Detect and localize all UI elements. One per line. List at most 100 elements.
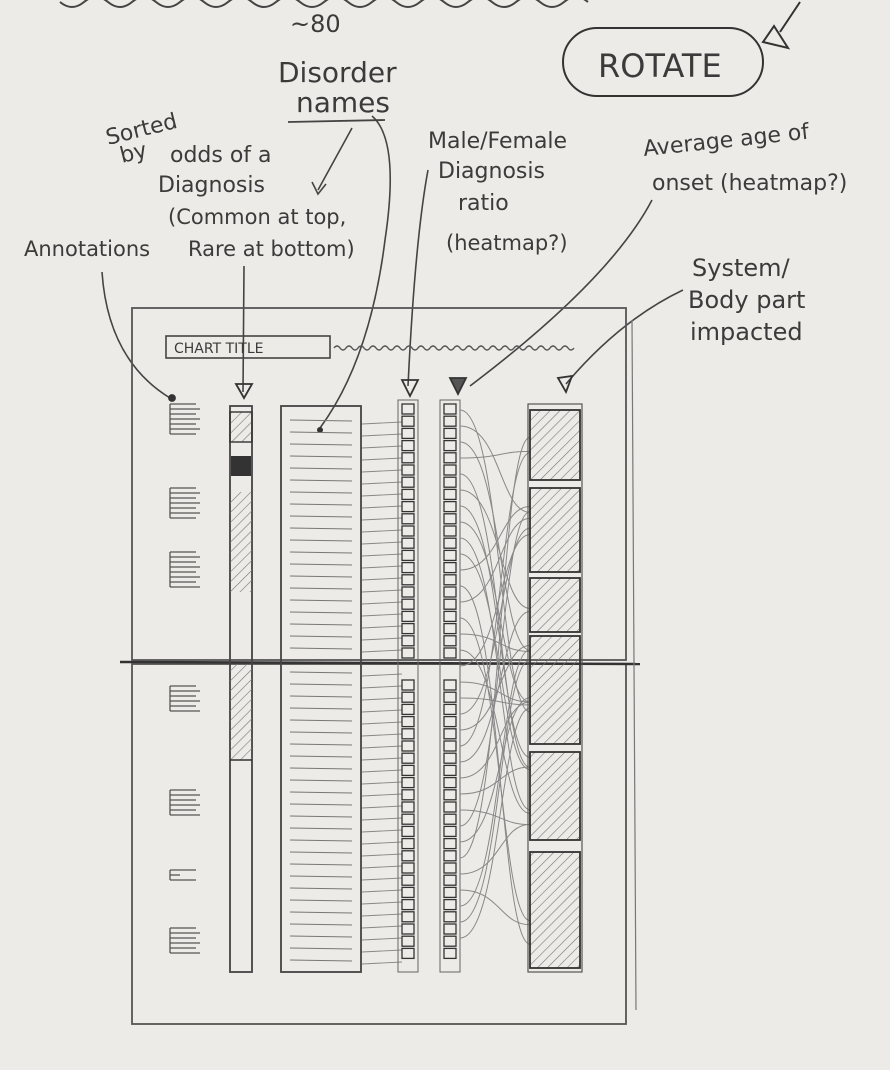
names-column bbox=[280, 405, 362, 973]
connector-line bbox=[361, 613, 403, 617]
ratio-cell bbox=[401, 764, 415, 777]
age-cell bbox=[443, 679, 457, 691]
age-cell bbox=[443, 537, 457, 549]
age-cell bbox=[443, 488, 457, 501]
top-wave-line bbox=[59, 0, 589, 8]
ratio-cell bbox=[401, 452, 415, 464]
name-line bbox=[289, 551, 353, 554]
ratio-cell bbox=[401, 801, 415, 813]
title-squiggle bbox=[333, 345, 575, 351]
age-cell bbox=[443, 947, 457, 960]
crossing-line bbox=[459, 659, 531, 923]
name-line bbox=[289, 707, 353, 710]
age-cell bbox=[443, 789, 457, 801]
connector-line bbox=[361, 721, 403, 725]
connector-line bbox=[361, 649, 403, 653]
age-cell bbox=[443, 525, 457, 537]
connector-line bbox=[361, 937, 403, 941]
connector-line bbox=[361, 793, 403, 797]
ratio-cell bbox=[401, 947, 415, 960]
ratio-cell bbox=[401, 728, 415, 740]
chart-title-box bbox=[165, 335, 331, 359]
crossing-line bbox=[459, 527, 531, 715]
pointer-arrows bbox=[101, 115, 684, 429]
sorted-label-line3: odds of a bbox=[170, 143, 272, 168]
name-line bbox=[289, 467, 353, 470]
connector-line bbox=[361, 529, 403, 533]
name-line bbox=[289, 839, 353, 842]
connector-line bbox=[361, 949, 403, 953]
crossing-line bbox=[459, 425, 531, 513]
connector-line bbox=[361, 769, 403, 773]
age-cell bbox=[443, 586, 457, 598]
name-line bbox=[289, 575, 353, 578]
crossing-line bbox=[459, 489, 531, 609]
crossing-line bbox=[459, 707, 531, 939]
age-cell bbox=[443, 911, 457, 923]
odds-cell-dark bbox=[231, 456, 251, 476]
name-line bbox=[289, 623, 353, 626]
age-cell bbox=[443, 703, 457, 716]
connector-line bbox=[361, 745, 403, 749]
name-line bbox=[289, 563, 353, 566]
crossing-line bbox=[459, 450, 531, 459]
name-line bbox=[289, 923, 353, 926]
age-cell bbox=[443, 403, 457, 415]
ratio-cell bbox=[401, 464, 415, 476]
ratio-cell bbox=[401, 525, 415, 537]
age-cell bbox=[443, 825, 457, 838]
odds-hatch-1 bbox=[230, 492, 252, 592]
sorted-label-line5: (Common at top, bbox=[168, 205, 346, 229]
crossing-line bbox=[459, 517, 531, 603]
name-line bbox=[289, 851, 353, 854]
crossing-line bbox=[459, 649, 531, 907]
name-line bbox=[289, 803, 353, 806]
connector-line bbox=[361, 577, 403, 581]
age-cell bbox=[443, 740, 457, 752]
age-cell bbox=[443, 728, 457, 740]
ratio-cell bbox=[401, 403, 415, 415]
rotate-label: ROTATE bbox=[598, 47, 722, 85]
name-line bbox=[289, 431, 353, 434]
ratio-cell bbox=[401, 561, 415, 574]
ratio-cell bbox=[401, 862, 415, 874]
name-line bbox=[289, 959, 353, 962]
crossing-line bbox=[459, 585, 531, 945]
age-label-line1: Average age of bbox=[642, 120, 811, 162]
age-label-line2: onset (heatmap?) bbox=[652, 171, 847, 196]
connector-line bbox=[361, 853, 403, 857]
crossing-line bbox=[459, 511, 531, 827]
name-line bbox=[289, 875, 353, 878]
system-block bbox=[529, 409, 581, 481]
ratio-cell bbox=[401, 703, 415, 716]
crossing-line bbox=[459, 823, 531, 875]
ratio-cell bbox=[401, 679, 415, 691]
sorted-label-line2: by bbox=[117, 138, 149, 169]
connector-line bbox=[361, 493, 403, 497]
rotate-pill bbox=[562, 27, 764, 97]
name-line bbox=[289, 899, 353, 902]
age-cell bbox=[443, 691, 457, 703]
ratio-cell bbox=[401, 776, 415, 789]
age-cell bbox=[443, 622, 457, 635]
name-line bbox=[289, 479, 353, 482]
name-line bbox=[289, 455, 353, 458]
name-line bbox=[289, 695, 353, 698]
system-label-line2: Body part bbox=[688, 286, 805, 314]
age-cell bbox=[443, 549, 457, 562]
name-lines bbox=[289, 419, 353, 962]
crossing-line bbox=[459, 649, 531, 814]
name-line bbox=[289, 719, 353, 722]
crossing-line bbox=[459, 553, 531, 771]
connector-line bbox=[361, 685, 403, 689]
disorder-names-line2: names bbox=[296, 86, 390, 119]
age-cell bbox=[443, 574, 457, 586]
age-cell bbox=[443, 837, 457, 850]
connector-line bbox=[361, 445, 403, 449]
connector-line bbox=[361, 673, 403, 677]
connector-line bbox=[361, 469, 403, 473]
crossing-line bbox=[459, 697, 531, 706]
ratio-cell bbox=[401, 439, 415, 452]
age-cell bbox=[443, 935, 457, 947]
